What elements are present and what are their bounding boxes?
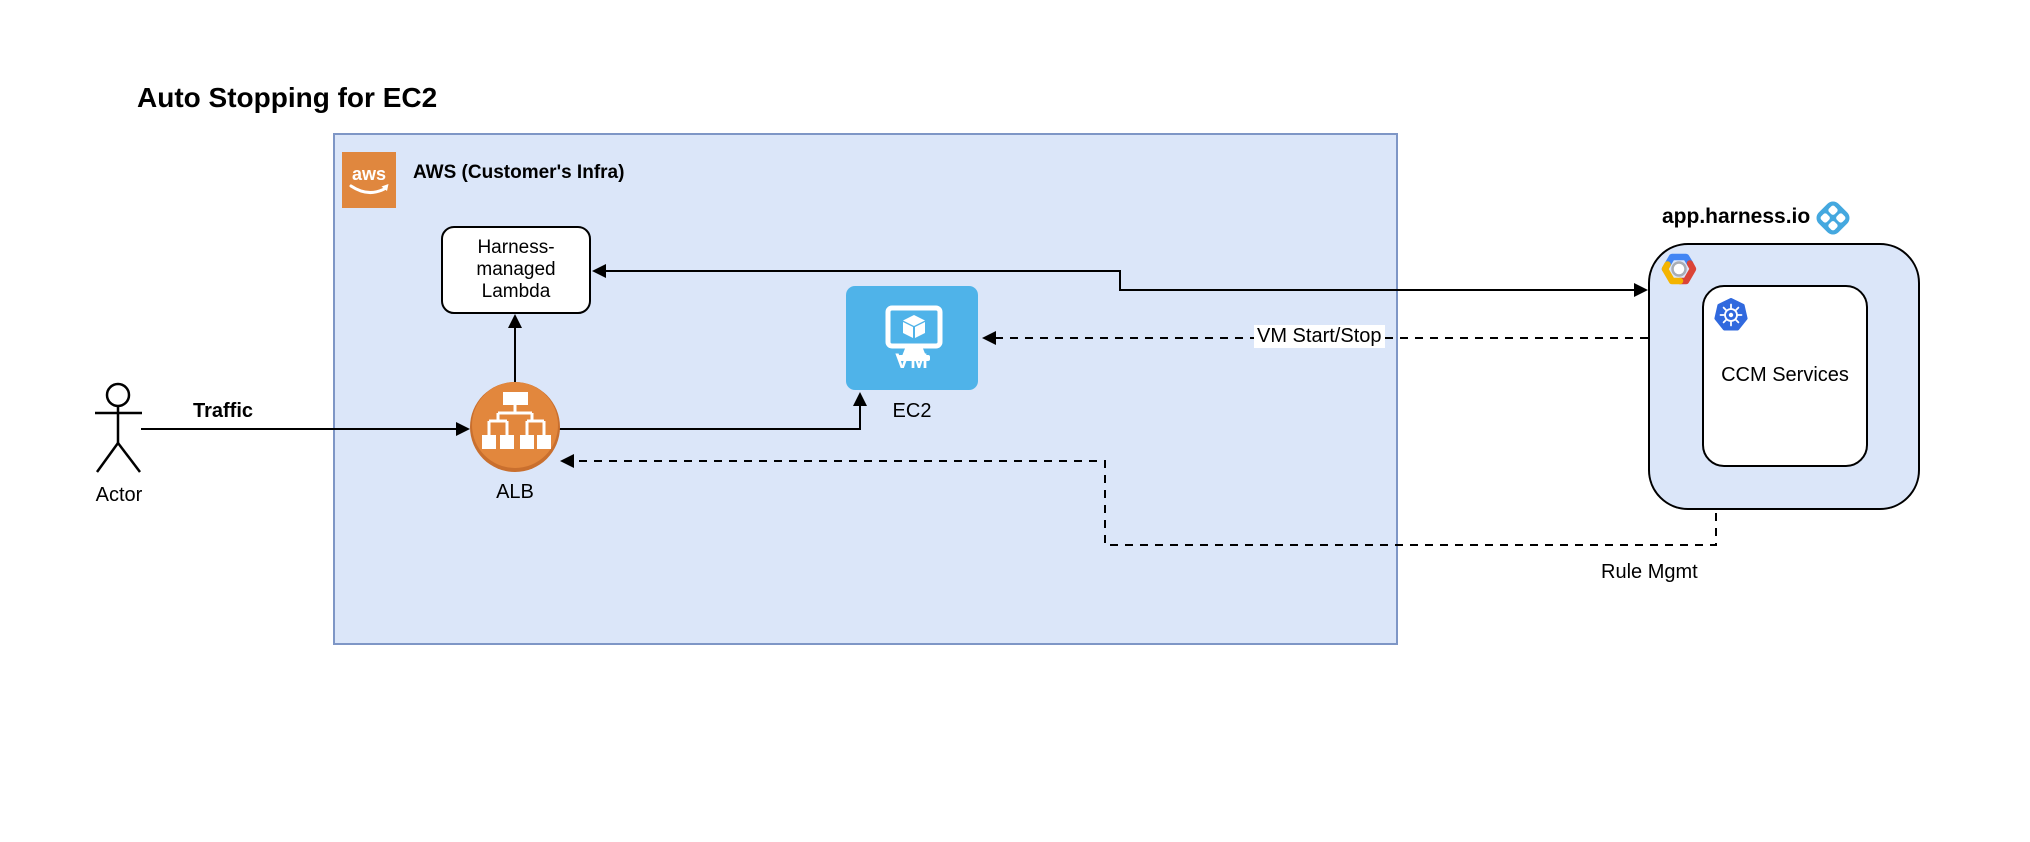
lambda-label-line2: Lambda [481, 281, 551, 302]
traffic-edge-label: Traffic [193, 400, 254, 422]
harness-logo-icon [1809, 194, 1857, 242]
aws-group-label: AWS (Customer's Infra) [413, 162, 625, 183]
ec2-node-label: EC2 [892, 400, 932, 422]
harness-group-label: app.harness.io [1662, 205, 1811, 228]
ec2-vm-node: VM [846, 286, 978, 390]
rule-mgmt-edge-label: Rule Mgmt [1601, 561, 1698, 583]
alb-node-label: ALB [496, 481, 534, 503]
arrowhead-into-harness [1634, 283, 1648, 297]
load-balancer-icon [468, 380, 562, 474]
kubernetes-logo-icon [1714, 298, 1748, 332]
virtual-machine-icon [885, 305, 943, 361]
gcp-logo-icon [1661, 252, 1697, 286]
svg-text:aws: aws [352, 164, 386, 184]
actor-label: Actor [95, 484, 143, 506]
diagram-title: Auto Stopping for EC2 [137, 82, 438, 113]
actor-stick-figure-icon [80, 380, 160, 480]
vm-start-stop-edge-label: VM Start/Stop [1254, 325, 1385, 348]
aws-logo-icon: aws [342, 152, 396, 208]
lambda-node: Harness-managed Lambda [441, 226, 591, 314]
lambda-label-line1: Harness-managed [476, 237, 556, 280]
vm-icon-label: VM [895, 350, 929, 373]
ccm-services-label: CCM Services [1721, 364, 1849, 386]
